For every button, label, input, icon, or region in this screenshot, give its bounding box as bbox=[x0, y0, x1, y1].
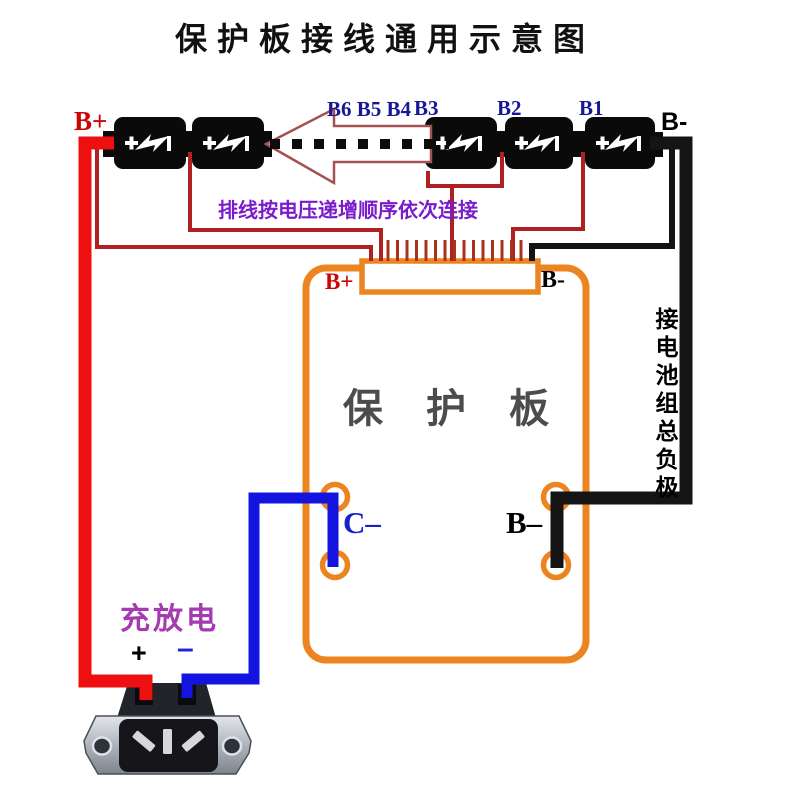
socket-negative-label: – bbox=[177, 632, 194, 665]
sense-wire bbox=[188, 152, 383, 261]
socket-mount-hole-right bbox=[221, 736, 243, 756]
cell-label-b1: B1 bbox=[579, 96, 604, 120]
plus-minus-icon bbox=[203, 136, 249, 151]
sense-wire bbox=[426, 171, 454, 261]
connector-b-plus-label: B+ bbox=[325, 269, 354, 294]
battery-bolts bbox=[135, 134, 639, 152]
socket-mount-hole-left bbox=[91, 736, 113, 756]
pack-negative-side-note: 接电池组总负极 bbox=[652, 307, 678, 503]
ribbon-order-note: 排线按电压递增顺序依次连接 bbox=[218, 200, 478, 222]
cell-label-b3: B3 bbox=[414, 96, 439, 120]
lightning-icon bbox=[446, 134, 480, 152]
sense-wire bbox=[452, 152, 504, 188]
board-title: 保 护 板 bbox=[342, 387, 566, 431]
socket-prong-center bbox=[163, 729, 172, 754]
pack-positive-label: B+ bbox=[74, 106, 108, 136]
plus-minus-icon bbox=[515, 136, 559, 151]
socket-top-housing bbox=[117, 683, 216, 718]
charge-discharge-label: 充放电 bbox=[120, 603, 219, 636]
cell-label-b2: B2 bbox=[497, 96, 522, 120]
c-minus-terminal-label: C– bbox=[343, 505, 381, 540]
b-minus-wire bbox=[550, 136, 693, 568]
c-minus-wire bbox=[181, 492, 339, 698]
hidden-cells-label: B6 B5 B4 bbox=[327, 97, 412, 121]
b-plus-wire bbox=[78, 136, 153, 700]
ribbon-connector bbox=[359, 258, 541, 295]
sense-wire bbox=[95, 141, 373, 261]
lightning-icon bbox=[524, 134, 557, 152]
protection-board-outline bbox=[302, 264, 590, 664]
b-minus-terminal-label: B– bbox=[506, 505, 543, 540]
lightning-icon bbox=[135, 134, 169, 152]
socket-prong-right bbox=[181, 730, 205, 752]
connector-b-minus-label: B- bbox=[541, 267, 565, 293]
battery-tab bbox=[183, 131, 194, 157]
lightning-icon bbox=[605, 134, 639, 152]
connector-pin-comb bbox=[386, 240, 523, 261]
power-socket bbox=[83, 683, 252, 775]
battery-tab bbox=[570, 131, 587, 157]
socket-prong-left bbox=[132, 730, 156, 752]
lightning-icon bbox=[213, 134, 247, 152]
page-title: 保护板接线通用示意图 bbox=[174, 21, 595, 57]
socket-positive-label: + bbox=[131, 638, 147, 668]
plus-minus-icon bbox=[125, 136, 171, 151]
pack-negative-label: B- bbox=[661, 108, 688, 136]
plus-minus-icon bbox=[596, 136, 641, 151]
